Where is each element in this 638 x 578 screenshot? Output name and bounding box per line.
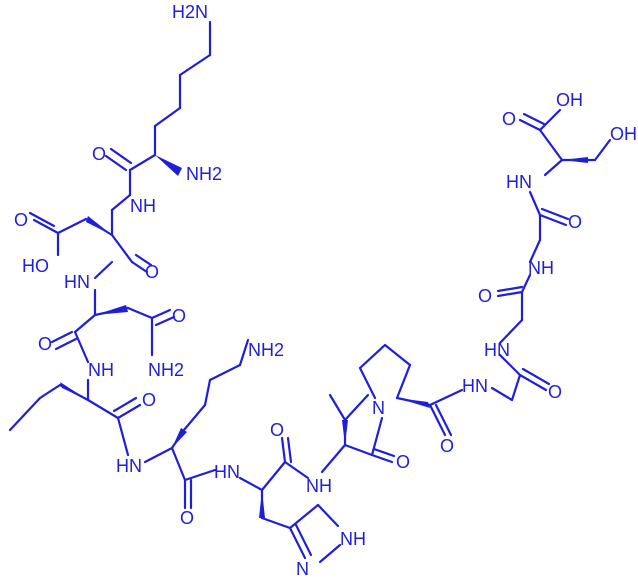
label-hn-ser: HN: [506, 172, 532, 192]
label-nh-val: NH: [306, 476, 332, 496]
label-hn-asn: HN: [64, 272, 90, 292]
stereo-wedges: [60, 155, 588, 518]
label-o-gly1: O: [548, 382, 562, 402]
label-nh-ile: NH: [88, 360, 114, 380]
label-o-asn-amide: O: [172, 306, 186, 326]
label-o-lys1: O: [92, 144, 106, 164]
label-o-asn: O: [38, 334, 52, 354]
label-o-his: O: [270, 420, 284, 440]
label-h2n-lys1: H2N: [172, 2, 208, 22]
label-n-imidazole: N: [296, 559, 309, 578]
label-o-gly2: O: [478, 286, 492, 306]
label-nh2-lys1: NH2: [186, 164, 222, 184]
label-o-pro: O: [440, 436, 454, 456]
label-nh-imidazole: NH: [340, 529, 366, 549]
label-hn-his: HN: [214, 462, 240, 482]
label-oh-ser-side: OH: [610, 124, 637, 144]
label-o-asp: O: [145, 262, 159, 282]
label-o-lys2: O: [180, 508, 194, 528]
label-o-val: O: [396, 452, 410, 472]
label-hn-gly2: HN: [484, 340, 510, 360]
label-o-gly3: O: [568, 212, 582, 232]
label-ho-asp: HO: [22, 256, 49, 276]
label-o-ile: O: [142, 390, 156, 410]
label-nh2-asn: NH2: [148, 360, 184, 380]
label-nh-asp: NH: [130, 196, 156, 216]
label-o-asp-acid: O: [14, 210, 28, 230]
atom-labels: H2N NH2 O NH O HO O HN O O NH2 NH O NH2 …: [14, 2, 637, 578]
label-oh-ser-acid: OH: [556, 90, 583, 110]
label-o-ser-acid: O: [502, 109, 516, 129]
label-nh-gly3: NH: [528, 258, 554, 278]
label-hn-gly1: HN: [462, 376, 488, 396]
label-nh2-lys2: NH2: [248, 340, 284, 360]
label-n-pro: N: [372, 398, 385, 418]
label-hn-lys2: HN: [116, 456, 142, 476]
